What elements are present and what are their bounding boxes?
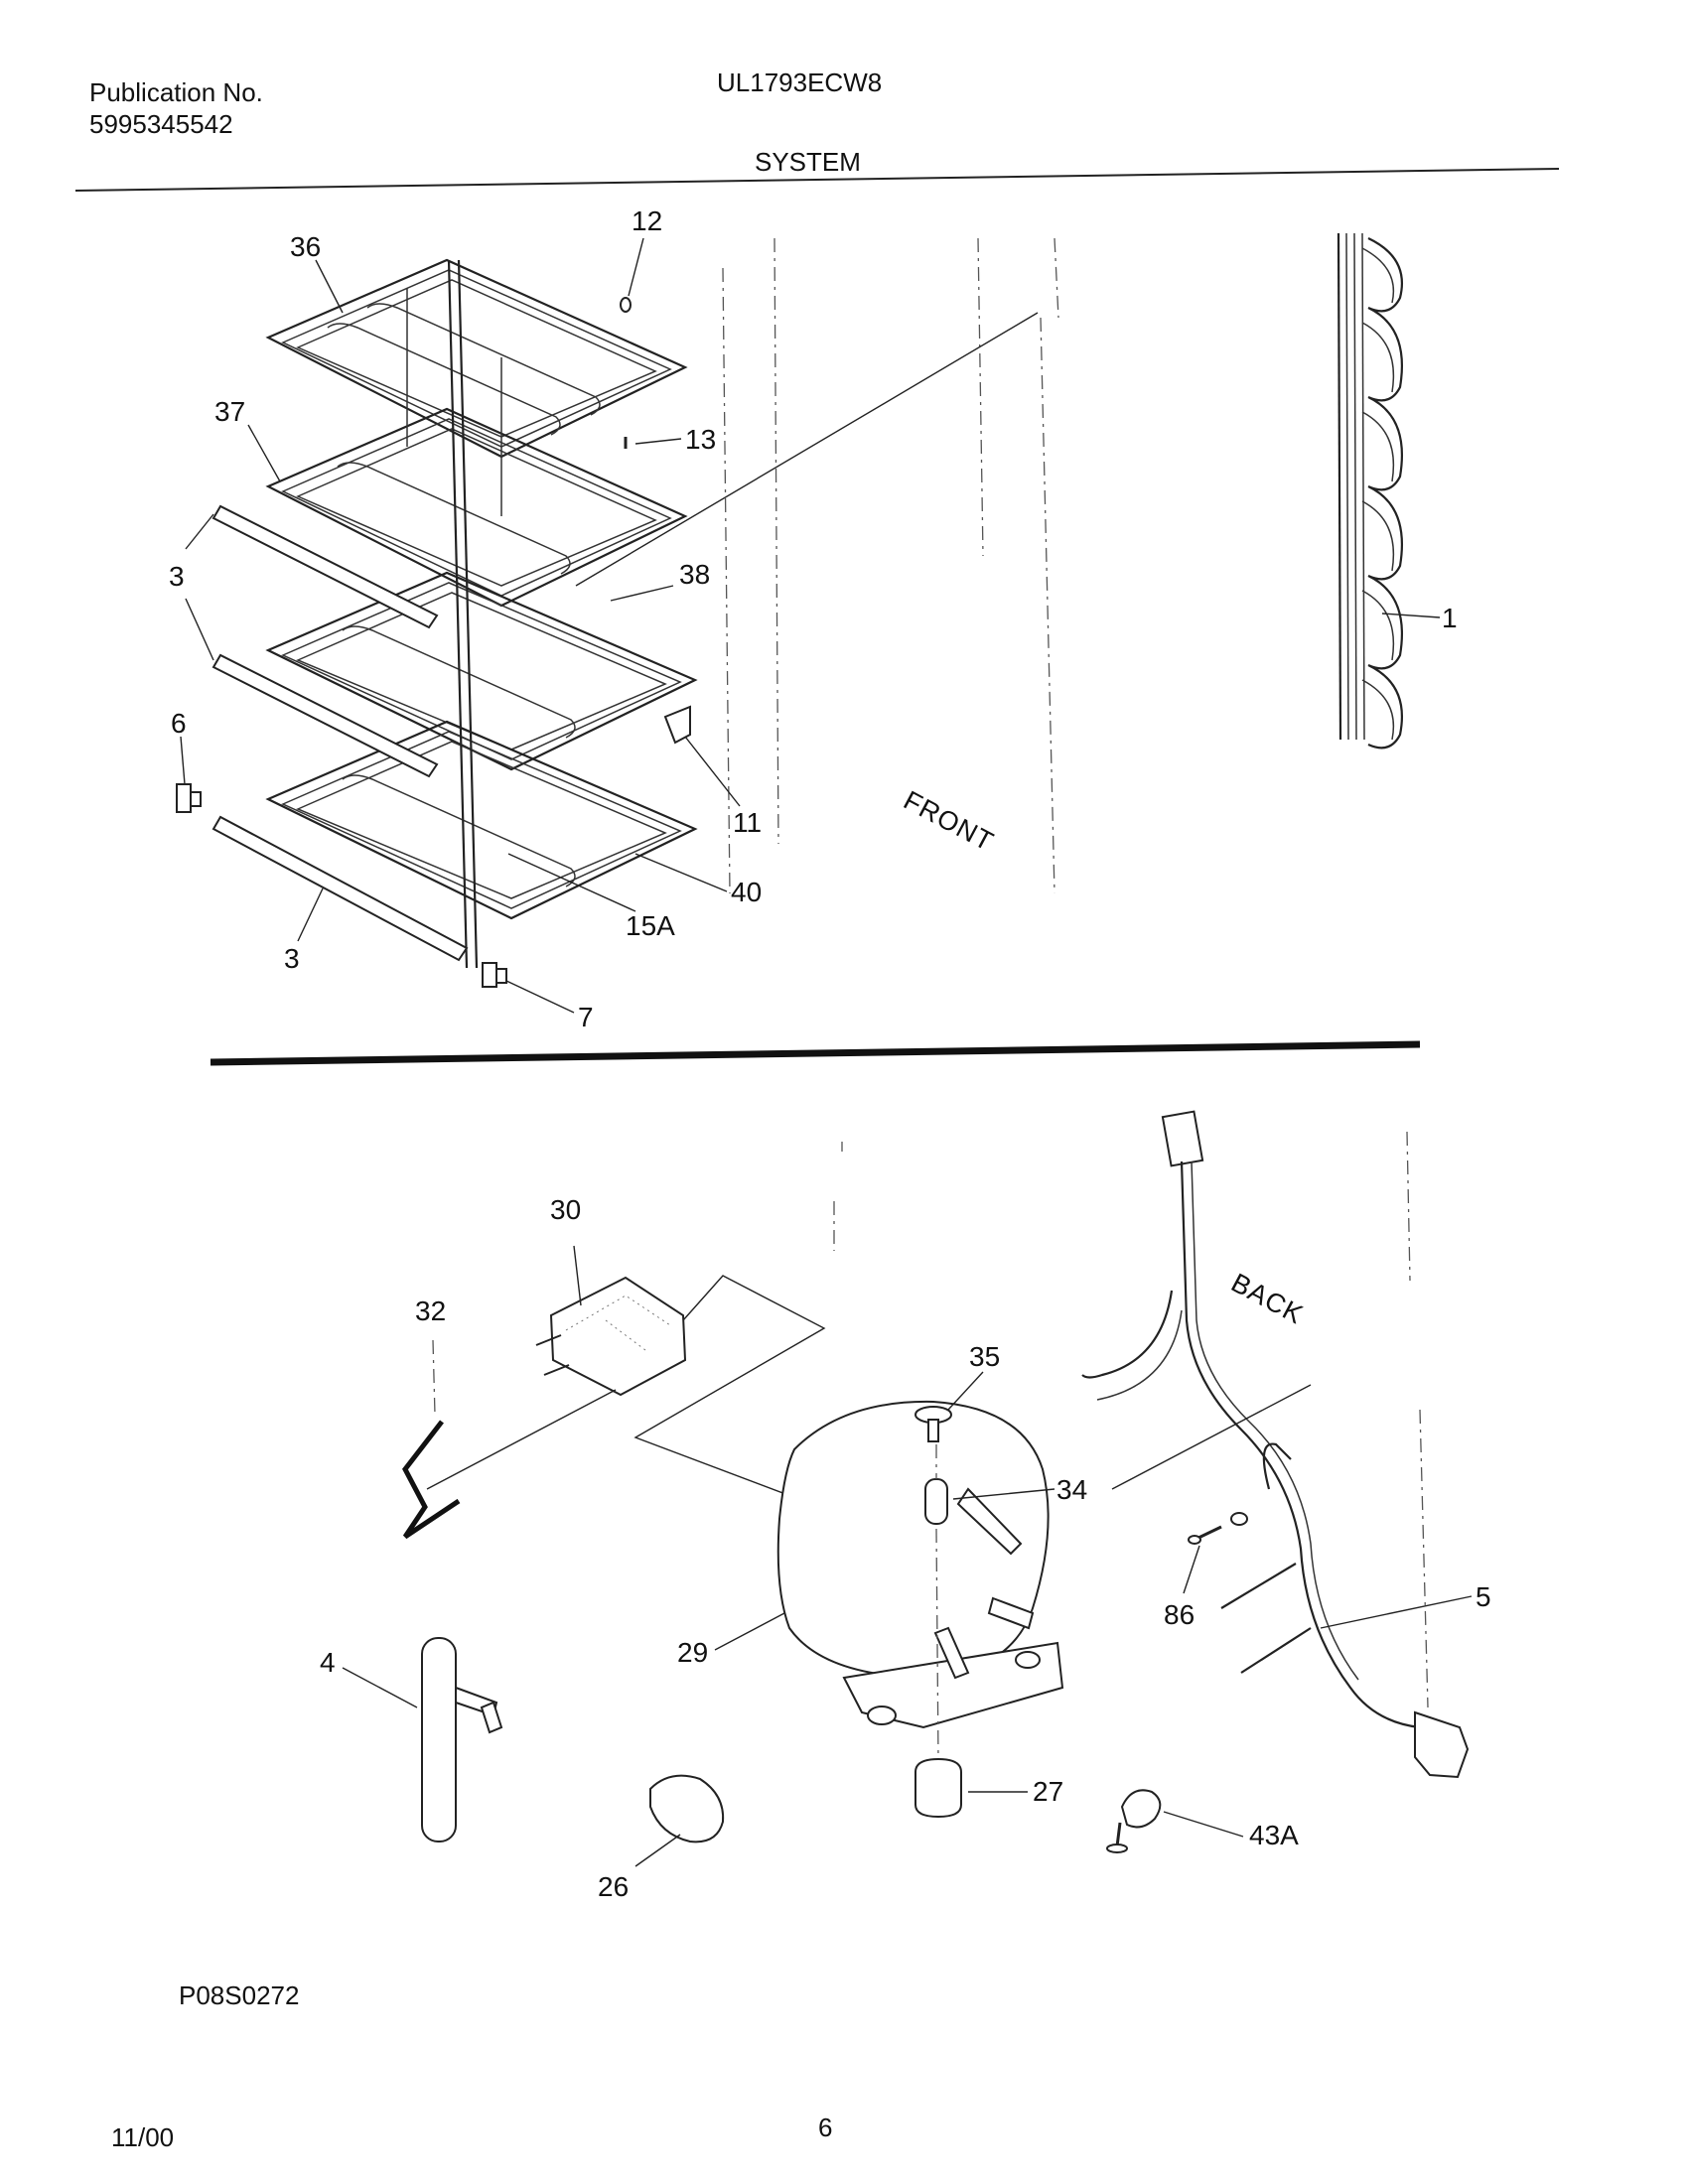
callout-36: 36: [290, 231, 321, 262]
screw-86: [1188, 1512, 1248, 1545]
callout-7: 7: [578, 1002, 594, 1032]
callout-6: 6: [171, 708, 187, 739]
callout-3-bottom: 3: [284, 943, 300, 974]
screw-12: [620, 297, 632, 313]
clip-7: [482, 962, 507, 988]
callout-37: 37: [214, 396, 245, 427]
bracket-11: [663, 705, 691, 745]
shelf-clip-6: [176, 783, 202, 813]
mounting-bolt-35: [914, 1406, 952, 1442]
callout-35: 35: [969, 1341, 1000, 1372]
callout-34: 34: [1056, 1474, 1087, 1505]
callout-30: 30: [550, 1194, 581, 1225]
callout-32: 32: [415, 1296, 446, 1326]
page-number: 6: [818, 2113, 833, 2142]
shelf-support-3: [211, 504, 469, 962]
callout-86: 86: [1164, 1599, 1195, 1630]
publication-label: Publication No.: [89, 77, 263, 107]
header-rule: [74, 168, 1560, 192]
callout-29: 29: [677, 1637, 708, 1668]
section-title: SYSTEM: [755, 147, 861, 177]
callout-12: 12: [632, 205, 662, 236]
callout-13: 13: [685, 424, 716, 455]
filter-drier-4: [421, 1637, 503, 1843]
drawing-code: P08S0272: [179, 1980, 300, 2010]
callout-26: 26: [598, 1871, 629, 1902]
relay-overload-30: [535, 1276, 687, 1397]
callout-4: 4: [320, 1647, 336, 1678]
callout-11: 11: [733, 807, 762, 838]
back-label: BACK: [1226, 1268, 1309, 1330]
power-cord-5: [1081, 1110, 1470, 1779]
grommet-27: [914, 1757, 962, 1819]
callout-15a: 15A: [626, 910, 675, 941]
footer-date: 11/00: [111, 2122, 175, 2152]
section-divider: [210, 1040, 1421, 1066]
condenser-coil-1: [1336, 232, 1404, 750]
compressor-29: [776, 1400, 1064, 1729]
cap-26: [649, 1774, 725, 1843]
publication-number: 5995345542: [89, 109, 233, 139]
clamp-43a: [1106, 1789, 1162, 1853]
evaporator-shelf-36: [265, 258, 688, 459]
model-number: UL1793ECW8: [717, 68, 883, 97]
callout-5: 5: [1476, 1581, 1491, 1612]
callout-1: 1: [1442, 603, 1458, 633]
callout-27: 27: [1033, 1776, 1063, 1807]
evaporator-shelf-38: [265, 571, 698, 771]
callout-40: 40: [731, 877, 762, 907]
evaporator-shelf-37: [265, 407, 688, 608]
callout-43a: 43A: [1249, 1820, 1299, 1850]
front-label: FRONT: [899, 785, 999, 857]
callout-3-top: 3: [169, 561, 185, 592]
callout-38: 38: [679, 559, 710, 590]
harness-wire-32: [402, 1420, 461, 1540]
